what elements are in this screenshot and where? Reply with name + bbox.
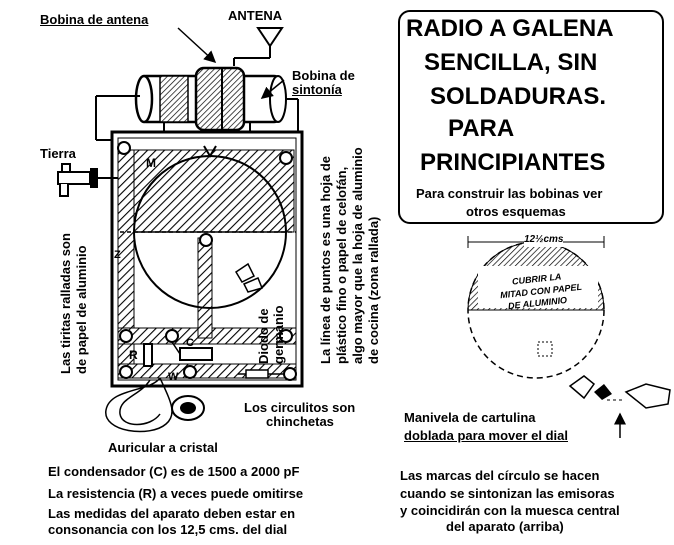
title-line-4: PARA	[448, 115, 515, 142]
marks-note-4: del aparato (arriba)	[446, 519, 564, 534]
size-note-1: Las medidas del aparato deben estar en	[48, 506, 296, 521]
diode-label-1: Diodo de	[256, 308, 271, 364]
dotted-line-label-2: plástico fino o papel de celofán,	[334, 166, 349, 364]
title-note-2: otros esquemas	[466, 204, 566, 219]
marks-note-1: Las marcas del círculo se hacen	[400, 468, 600, 483]
crank-pieces	[568, 375, 671, 438]
antenna-coil-arrow	[177, 27, 217, 64]
marks-note-2: cuando se sintonizan las emisoras	[400, 486, 615, 501]
size-note-2: consonancia con los 12,5 cms. del dial	[48, 522, 288, 537]
tuning-dial-drawing	[467, 236, 605, 379]
letter-z: Z	[114, 249, 121, 261]
strips-label-2: de papel de aluminio	[74, 245, 89, 374]
tuning-coil-label-1: Bobina de	[292, 68, 355, 83]
title-box: RADIO A GALENA SENCILLA, SIN SOLDADURAS.…	[398, 10, 664, 224]
tuning-coil-arrow	[260, 79, 285, 99]
letter-r: R	[129, 348, 138, 362]
crystal-earphone	[105, 377, 205, 433]
title-line-2: SENCILLA, SIN	[424, 49, 598, 76]
letter-w: W	[168, 371, 179, 383]
antenna-label: ANTENA	[228, 8, 283, 23]
crank-label-2: doblada para mover el dial	[404, 428, 568, 443]
ground-faucet	[57, 163, 118, 197]
diode-label-2: germanio	[271, 305, 286, 364]
dotted-line-label-3: algo mayor que la hoja de aluminio	[350, 147, 365, 364]
coils	[95, 66, 299, 146]
dotted-line-label-4: de cocina (zona rallada)	[366, 216, 381, 364]
tuning-coil-label-2: sintonía	[292, 82, 342, 97]
earphone-label: Auricular a cristal	[108, 440, 218, 455]
marks-note-3: y coincidirán con la muesca central	[400, 503, 620, 518]
tacks-label-2: chinchetas	[266, 414, 334, 429]
tacks-label-1: Los circulitos son	[244, 400, 356, 415]
crank-label-1: Manivela de cartulina	[404, 410, 536, 425]
strips-label-1: Las tiritas ralladas son	[58, 233, 73, 374]
ground-label: Tierra	[40, 146, 76, 161]
title-line-1: RADIO A GALENA	[406, 15, 614, 42]
title-line-5: PRINCIPIANTES	[420, 149, 606, 176]
capacitor-note: El condensador (C) es de 1500 a 2000 pF	[48, 464, 300, 479]
title-note-1: Para construir las bobinas ver	[416, 186, 603, 201]
dotted-line-label-1: La línea de puntos es una hoja de	[318, 155, 333, 364]
resistor-note: La resistencia (R) a veces puede omitirs…	[48, 486, 304, 501]
title-line-3: SOLDADURAS.	[430, 83, 607, 110]
radio-board	[110, 130, 304, 388]
dial-measure: 12½cms	[524, 232, 564, 247]
antenna-symbol	[233, 27, 284, 66]
letter-m: M	[146, 156, 156, 170]
antenna-coil-label: Bobina de antena	[40, 12, 149, 27]
letter-c: C	[186, 337, 194, 349]
